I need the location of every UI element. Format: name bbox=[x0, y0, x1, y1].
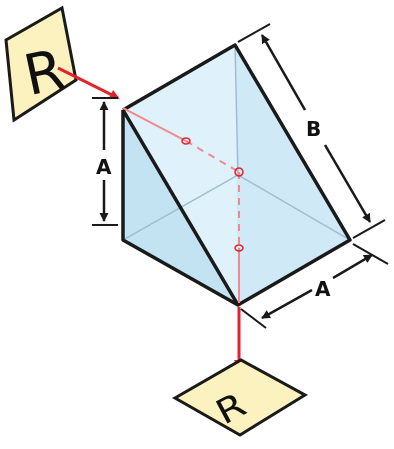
output-card-shape bbox=[171, 358, 308, 437]
input-image-card: R bbox=[4, 5, 78, 123]
ray-reflection-point bbox=[234, 167, 244, 177]
dimension-vertical-a: A bbox=[92, 97, 118, 226]
dim-line bbox=[323, 144, 372, 223]
dim-line bbox=[261, 288, 313, 320]
dim-tick bbox=[240, 308, 267, 329]
dimension-label-hypotenuse: B bbox=[306, 117, 321, 141]
light-ray bbox=[57, 66, 244, 370]
dim-line bbox=[332, 253, 373, 280]
ray-entry-point bbox=[181, 137, 191, 145]
dim-tick bbox=[352, 243, 389, 265]
prism-diagonal-edge bbox=[121, 109, 240, 306]
dim-line bbox=[260, 34, 307, 111]
dimension-label-vertical: A bbox=[96, 155, 112, 179]
ray-exit-point bbox=[234, 244, 244, 252]
dim-tick bbox=[237, 23, 271, 43]
dimension-label-bottom: A bbox=[315, 277, 331, 301]
input-card-shape bbox=[4, 5, 78, 123]
prism-hidden-edge bbox=[237, 174, 351, 241]
output-image-card: R bbox=[171, 358, 308, 437]
prism-hidden-edge bbox=[234, 44, 239, 176]
prism-right-face bbox=[235, 45, 350, 305]
dim-tick bbox=[352, 219, 386, 239]
ray-inside-dashed bbox=[185, 140, 240, 173]
ray-incoming bbox=[57, 66, 120, 100]
dimension-bottom-a: A bbox=[240, 243, 389, 329]
dimension-hypotenuse-b: B bbox=[237, 23, 386, 239]
ray-inside-solid bbox=[122, 107, 187, 142]
prism-outline bbox=[121, 43, 352, 307]
